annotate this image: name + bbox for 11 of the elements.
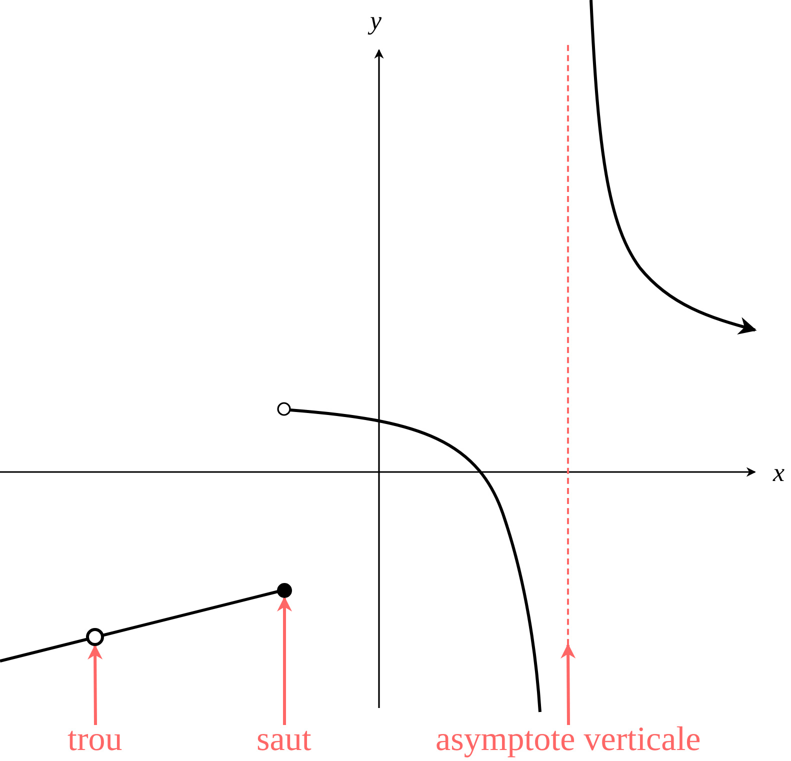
axis-label: y <box>370 8 382 34</box>
annotation-label: trou <box>68 723 122 757</box>
jump-point <box>276 582 292 598</box>
leader-arrow <box>560 644 576 726</box>
hole-point <box>86 628 104 646</box>
leader-arrow <box>88 644 103 726</box>
annotation-label: asymptote verticale <box>436 723 701 757</box>
axis-label: x <box>773 460 785 486</box>
annotation-label: saut <box>256 723 312 757</box>
leader-arrow <box>277 596 292 725</box>
asymptote-line <box>567 45 569 645</box>
